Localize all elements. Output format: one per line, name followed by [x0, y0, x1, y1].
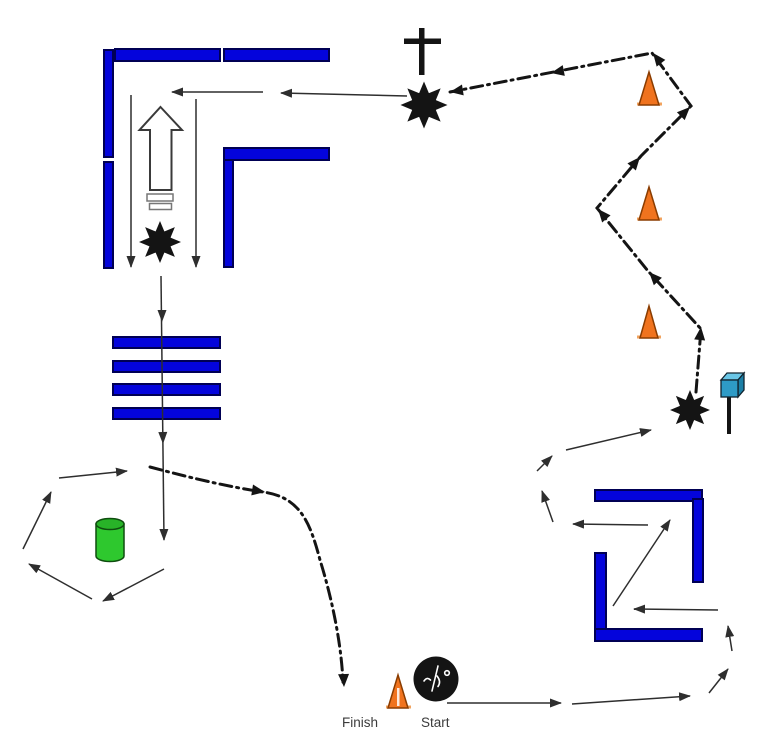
arrowhead — [450, 84, 464, 96]
wall-bar — [223, 147, 330, 161]
route-arrow — [102, 568, 165, 602]
wall-bar — [114, 48, 221, 62]
cylinder-top — [95, 517, 125, 531]
cone-highlight — [397, 688, 400, 706]
route-arrow — [565, 428, 652, 451]
cones — [386, 69, 662, 709]
ladder-bar — [112, 383, 221, 396]
start-label: Start — [421, 715, 450, 730]
route-arrow — [541, 490, 554, 523]
finish-label: Finish — [342, 715, 378, 730]
route-arrow — [536, 455, 553, 472]
wall-bar — [594, 628, 703, 642]
route-arrow — [633, 604, 719, 614]
arrowhead — [676, 107, 690, 121]
arrowhead — [551, 65, 565, 76]
route-midline-arrowheads — [157, 310, 168, 444]
route-arrow — [572, 519, 649, 529]
dashdot-arrowheads — [251, 53, 706, 687]
route-arrow — [725, 625, 735, 652]
dashdot-route-right — [448, 51, 703, 394]
route-arrow — [571, 692, 691, 705]
route-arrow — [22, 491, 52, 550]
traffic-cone-icon — [637, 69, 661, 106]
arrowhead — [598, 209, 611, 223]
start-marker-circle — [413, 656, 459, 702]
wall-bar — [692, 498, 704, 583]
route-arrow — [280, 88, 408, 98]
starburst-icon — [670, 390, 710, 430]
arrowhead — [627, 157, 640, 171]
start-marker-scribble — [423, 665, 451, 692]
wall-bar — [594, 552, 607, 634]
start-marker-icon — [413, 656, 459, 702]
arrowhead — [649, 272, 662, 286]
arrowhead — [251, 484, 265, 496]
wall-bar — [223, 48, 330, 62]
arrowhead — [157, 310, 167, 322]
cube-flag-icon — [719, 371, 746, 434]
cylinder-body — [95, 523, 125, 563]
starburst-icon — [139, 221, 181, 263]
cube-post — [727, 396, 731, 434]
ladder-bar — [112, 360, 221, 373]
wall-bar — [594, 489, 703, 502]
arrowhead — [158, 431, 168, 444]
cross-icon — [404, 28, 441, 75]
arrowhead — [653, 53, 666, 67]
up-arrow-dash — [148, 202, 173, 211]
arrowhead — [338, 673, 350, 687]
route-arrows — [22, 87, 735, 708]
up-arrow-icon — [137, 105, 185, 211]
route-arrow — [612, 519, 671, 607]
walls — [103, 48, 704, 642]
wall-bar — [103, 49, 114, 158]
wall-bar — [103, 161, 114, 269]
cube-front-face — [720, 379, 739, 398]
ladder-bar — [112, 336, 221, 349]
green-cylinder-icon — [95, 517, 125, 563]
ladder-bar — [112, 407, 221, 420]
starburst-icon — [400, 81, 448, 129]
route-arrow — [58, 467, 128, 479]
cross-horizontal — [404, 38, 441, 44]
route-arrow — [708, 668, 729, 694]
wall-bar — [223, 159, 234, 268]
arrowhead — [694, 327, 706, 341]
up-arrow-body — [137, 105, 185, 191]
traffic-cone-icon — [637, 184, 661, 221]
cross-vertical — [419, 28, 425, 75]
up-arrow-dash — [146, 193, 174, 202]
dashdot-route-finish — [148, 465, 345, 684]
traffic-cone-icon — [639, 303, 659, 339]
route-arrow — [28, 563, 93, 600]
